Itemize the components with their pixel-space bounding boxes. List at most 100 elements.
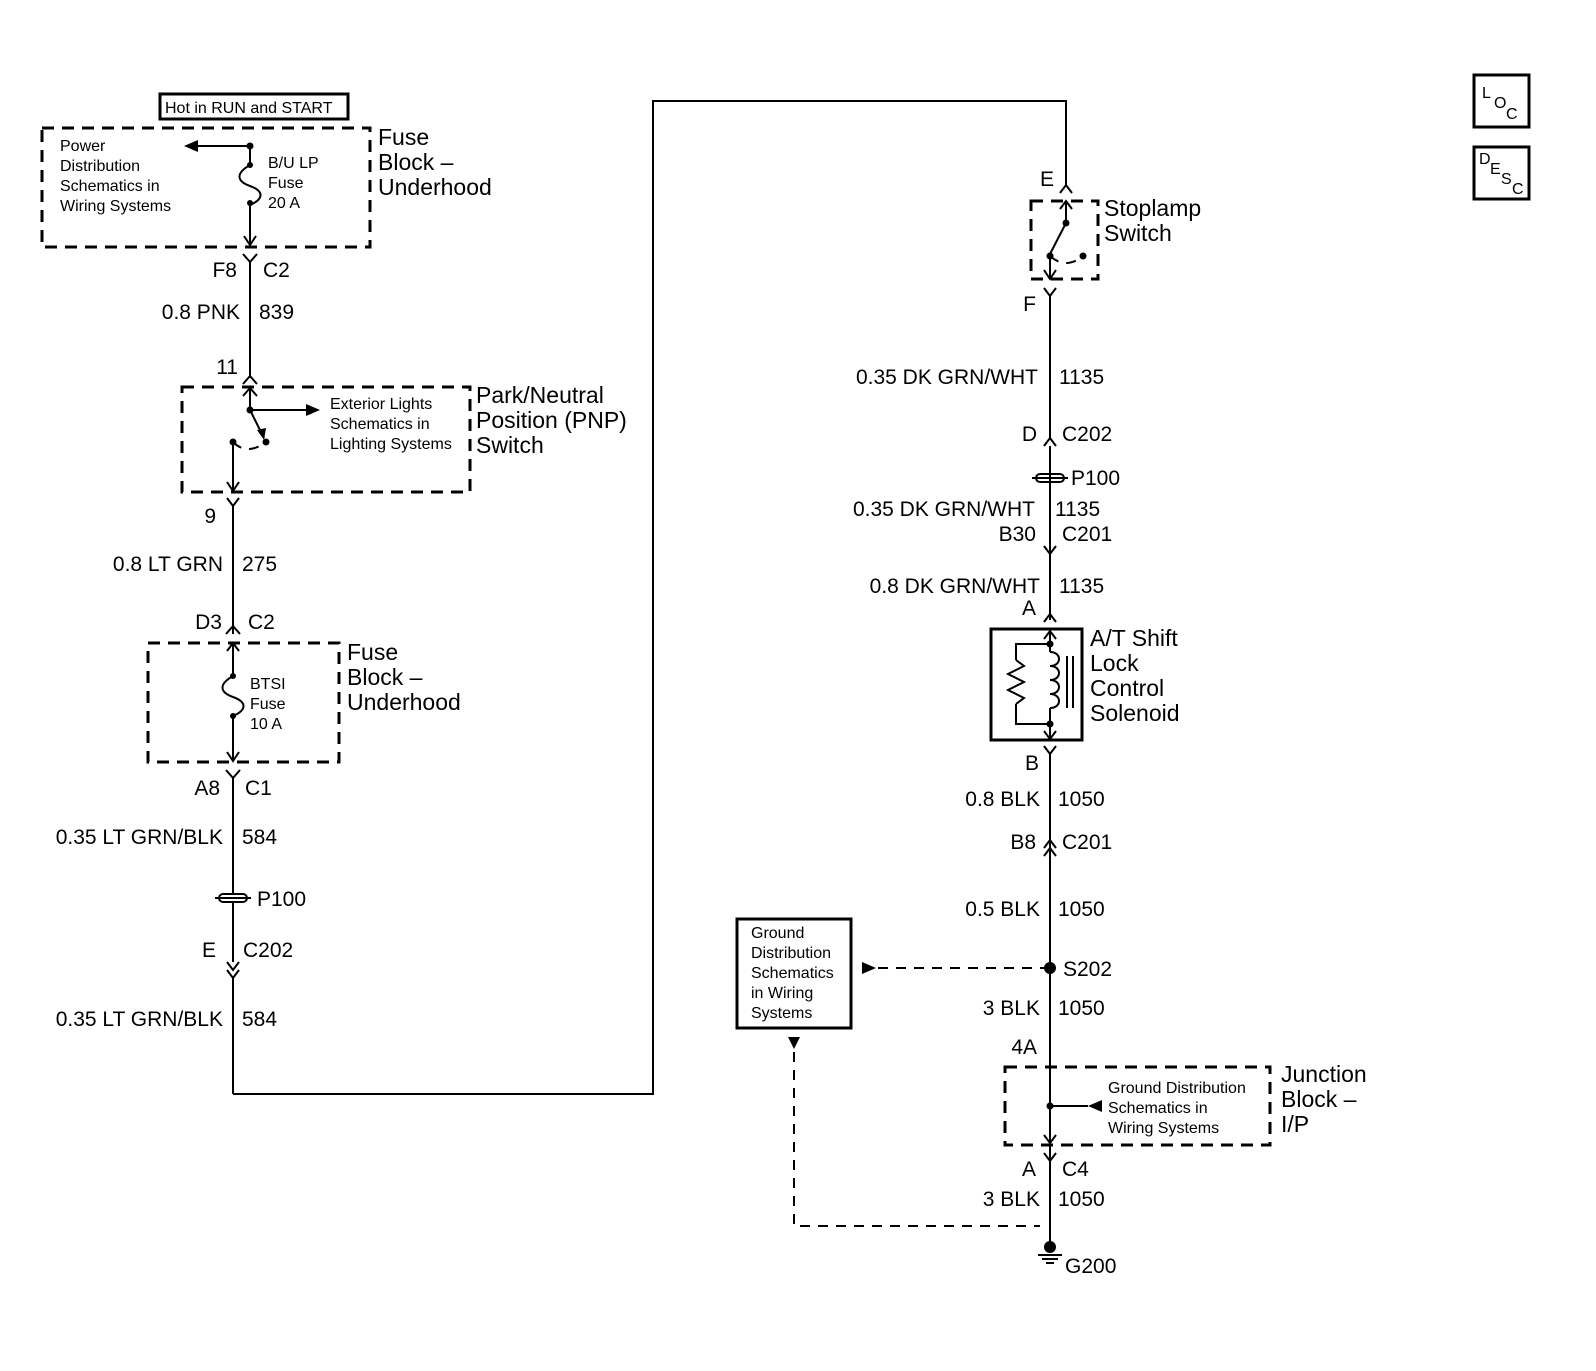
ground-distribution-ref-box[interactable]: Ground Distribution Schematics in Wiring… [735,917,853,1030]
connector-pin-a8: A8 [194,777,220,800]
arrow-left-small-icon [1088,1100,1102,1112]
pnp-ref-line-2: Schematics in [330,416,430,433]
fuse-rating: 20 A [268,195,300,212]
power-ref-line-2: Distribution [60,158,140,175]
wire-584-a-size-color: 0.35 LT GRN/BLK [56,826,223,849]
connector-pin-f8: F8 [212,259,237,282]
wire-1050-a-size-color: 0.8 BLK [965,788,1040,811]
connector-c1: C1 [245,777,272,800]
fuse-word: Fuse [268,175,304,192]
stoplamp-pin-f: F [1023,293,1036,316]
stoplamp-switch: E Stoplamp Switch [1029,168,1201,281]
c202-left-pin-e: E [202,939,216,962]
p100-right: P100 [1032,467,1120,490]
wire-584-b-size-color: 0.35 LT GRN/BLK [56,1008,223,1031]
arrow-right-small-icon [862,962,876,974]
arrow-right-icon [306,404,320,416]
junction-pin-a: A [1022,1158,1036,1181]
connector-c2-b: C2 [248,611,275,634]
fuse-icon-2 [221,675,245,717]
power-ref-line-4: Wiring Systems [60,198,171,215]
fuse-block-title-2: Block – [378,149,454,175]
junction-pin-4a: 4A [1011,1036,1037,1059]
fuse-icon [238,164,262,206]
junction-connector-c4: C4 [1062,1158,1089,1181]
fuse-block-2-title-3: Underhood [347,689,461,715]
connector-c2: C2 [263,259,290,282]
wire-1050-c-size-color: 3 BLK [983,997,1040,1020]
wire-839-size-color: 0.8 PNK [162,301,240,324]
solenoid-title-1: A/T Shift [1090,625,1178,651]
wire-1135-a-circuit: 1135 [1059,366,1104,389]
wire-1135-c-size-color: 0.8 DK GRN/WHT [870,575,1041,598]
junction-block-ip: 4A Ground Distribution Schematics in Wir… [1003,1036,1367,1147]
wire-1050-b-size-color: 0.5 BLK [965,898,1040,921]
pnp-title-1: Park/Neutral [476,382,604,408]
ground-g200-label: G200 [1065,1255,1116,1278]
p100-right-label: P100 [1071,467,1120,490]
c201-b-connector: C201 [1062,831,1112,854]
fuse-2-word: Fuse [250,696,286,713]
arrow-down-small-icon [788,1037,800,1049]
wire-1050-c-circuit: 1050 [1058,997,1105,1020]
loc-icon-letter-o: O [1494,95,1506,112]
splice-dot [1044,962,1056,974]
hot-label-text: Hot in RUN and START [165,100,333,117]
stoplamp-title-1: Stoplamp [1104,195,1201,221]
pnp-ref-line-1: Exterior Lights [330,396,432,413]
c202-left-connector: C202 [243,939,293,962]
power-ref-line-1: Power [60,138,106,155]
wire-275-size-color: 0.8 LT GRN [113,553,223,576]
junction-ref-line-1: Ground Distribution [1108,1080,1246,1097]
desc-icon-letter-d: D [1479,151,1491,168]
connector-pin-d3: D3 [195,611,222,634]
desc-icon-letter-c2: C [1512,181,1524,198]
wire-1050-a-circuit: 1050 [1058,788,1105,811]
wire-1050-d-size-color: 3 BLK [983,1188,1040,1211]
ground-ref-line-3: Schematics [751,965,834,982]
junction-title-2: Block – [1281,1086,1357,1112]
pnp-title-3: Switch [476,432,544,458]
c202-right-pin-d: D [1022,423,1037,446]
ground-ref-line-5: Systems [751,1005,812,1022]
c201-b-pin-b8: B8 [1010,831,1036,854]
pnp-pin-9: 9 [204,505,216,528]
wire-1135-a-size-color: 0.35 DK GRN/WHT [856,366,1038,389]
loc-icon[interactable]: L O C [1472,73,1531,129]
desc-icon[interactable]: D E S C [1472,145,1531,201]
wire-839-circuit: 839 [259,301,294,324]
loc-icon-letter-c: C [1506,106,1518,123]
wire-275-circuit: 275 [242,553,277,576]
ground-ref-line-4: in Wiring [751,985,813,1002]
junction-ref-line-2: Schematics in [1108,1100,1208,1117]
c201-a-pin-b30: B30 [999,523,1036,546]
solenoid-title-4: Solenoid [1090,700,1180,726]
fuse-block-2-title-1: Fuse [347,639,398,665]
fuse-block-2-title-2: Block – [347,664,423,690]
pnp-ref-line-3: Lighting Systems [330,436,452,453]
fuse-block-underhood-2: D3 C2 BTSI Fuse 10 A Fuse Block – Underh… [146,611,461,764]
junction-ref-line-3: Wiring Systems [1108,1120,1219,1137]
power-ref-line-3: Schematics in [60,178,160,195]
desc-icon-letter-e: E [1490,161,1501,178]
pnp-switch: 11 Exterior Lights Schematics in Lightin… [180,356,627,494]
ground-ref-line-1: Ground [751,925,804,942]
crossover-wire [233,100,1067,1095]
p100-left: P100 [215,888,306,911]
coil-icon [1049,651,1060,709]
solenoid-title-3: Control [1090,675,1164,701]
wire-584-b-circuit: 584 [242,1008,277,1031]
solenoid-pin-a: A [1022,597,1036,620]
stoplamp-pin-e: E [1040,168,1054,191]
stoplamp-title-2: Switch [1104,220,1172,246]
wire-1050-d-circuit: 1050 [1058,1188,1105,1211]
desc-icon-letter-s: S [1501,171,1512,188]
pnp-title-2: Position (PNP) [476,407,627,433]
ground-g200: G200 [1038,1241,1116,1278]
pnp-pin-11: 11 [216,356,238,379]
splice-s202-label: S202 [1063,958,1112,981]
fuse-2-rating: 10 A [250,716,282,733]
ground-ref-line-2: Distribution [751,945,831,962]
wire-1135-b-circuit: 1135 [1055,498,1100,521]
